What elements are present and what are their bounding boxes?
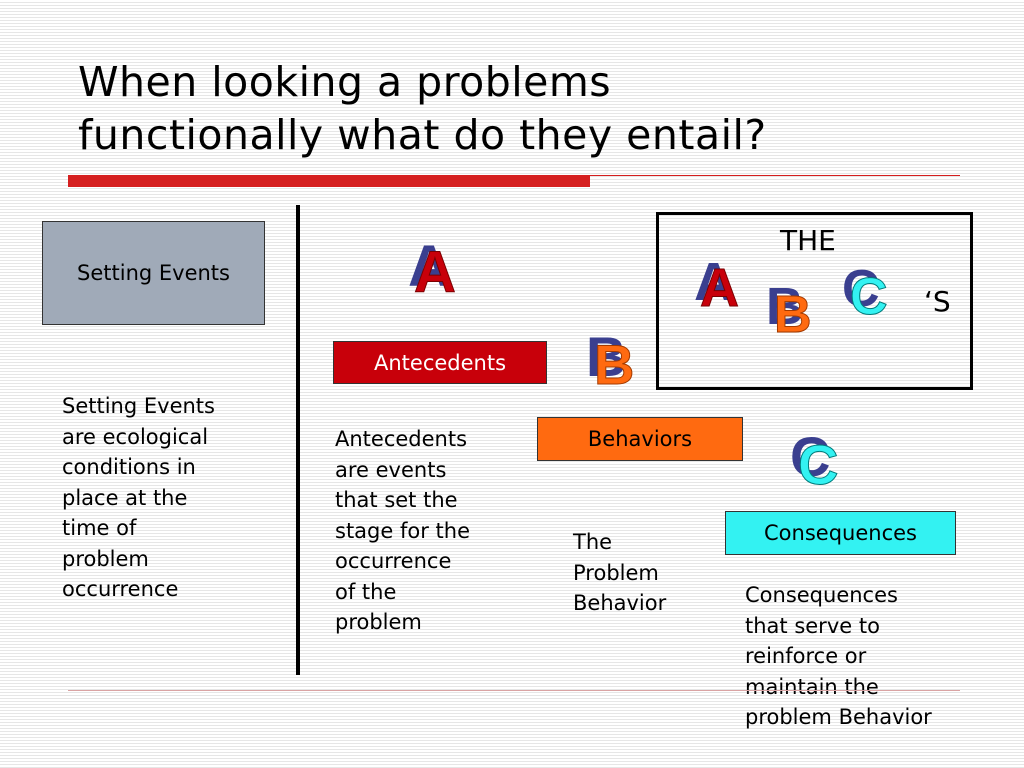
consequences-label: Consequences	[764, 521, 917, 545]
letter-a-wordart: A A	[400, 234, 478, 306]
abcs-frame	[656, 212, 973, 390]
ante-desc-line: Antecedents	[335, 427, 468, 451]
ante-desc-line: are events	[335, 457, 447, 482]
cons-desc-line: maintain the	[745, 674, 879, 699]
abcs-c-face: C	[850, 268, 888, 326]
abcs-letter-a: A A	[690, 252, 768, 322]
antecedents-label: Antecedents	[373, 350, 507, 375]
beh-desc-line: Problem	[573, 560, 659, 585]
setting-events-box: Setting Events	[42, 221, 265, 325]
setting-events-description: Setting Events are ecological conditions…	[62, 391, 215, 605]
consequences-box: Consequences	[725, 511, 956, 555]
abcs-a-face: A	[700, 258, 739, 318]
abcs-s-label: ‘S	[924, 285, 951, 318]
letter-c-wordart: C C	[786, 425, 864, 500]
abcs-c-shadow: C	[842, 260, 880, 318]
cons-desc-line: Consequences	[745, 583, 898, 607]
setting-desc-line: conditions in	[62, 455, 196, 479]
consequences-description: Consequences that serve to reinforce or …	[745, 580, 932, 733]
antecedents-box: Antecedents	[333, 341, 547, 384]
letter-c-face: C	[798, 433, 838, 496]
letter-b-shadow: B	[586, 325, 626, 388]
slide-title: When looking a problems functionally wha…	[78, 56, 978, 162]
beh-desc-line: Behavior	[573, 591, 667, 615]
letter-b-face: B	[594, 333, 634, 396]
letter-a-shadow: A	[408, 234, 450, 299]
cons-desc-line: reinforce or	[745, 644, 867, 668]
abcs-letter-c: C C	[838, 260, 916, 330]
abcs-a-shadow: A	[694, 252, 733, 312]
letter-b-wordart: B B	[582, 325, 660, 398]
abcs-b-shadow: B	[766, 278, 804, 336]
title-line-1: When looking a problems	[78, 58, 612, 106]
abcs-letter-b: B B	[762, 278, 840, 348]
setting-desc-line: time of	[62, 516, 137, 540]
setting-desc-line: Setting Events	[62, 394, 215, 418]
vertical-divider	[296, 205, 300, 675]
ante-desc-line: problem	[335, 610, 422, 634]
behaviors-label: Behaviors	[587, 427, 693, 451]
setting-desc-line: place at the	[62, 485, 188, 510]
letter-c-shadow: C	[790, 425, 830, 488]
setting-desc-line: problem	[62, 546, 149, 571]
abcs-the-label: THE	[780, 224, 836, 257]
setting-events-label: Setting Events	[77, 261, 230, 285]
letter-a-face: A	[414, 240, 456, 305]
ante-desc-line: that set the	[335, 488, 458, 512]
bottom-rule	[68, 690, 960, 691]
ante-desc-line: occurrence	[335, 549, 452, 573]
ante-desc-line: of the	[335, 579, 397, 604]
cons-desc-line: problem Behavior	[745, 705, 932, 729]
beh-desc-line: The	[573, 530, 613, 554]
title-line-2: functionally what do they entail?	[78, 111, 767, 159]
ante-desc-line: stage for the	[335, 518, 470, 543]
title-underline-thick	[68, 175, 590, 187]
setting-desc-line: are ecological	[62, 424, 209, 449]
cons-desc-line: that serve to	[745, 613, 880, 638]
antecedents-description: Antecedents are events that set the stag…	[335, 424, 470, 638]
abcs-b-face: B	[774, 286, 812, 344]
behaviors-box: Behaviors	[537, 417, 743, 461]
setting-desc-line: occurrence	[62, 577, 179, 601]
behaviors-description: The Problem Behavior	[573, 527, 666, 619]
title-underline-thin	[590, 175, 960, 176]
